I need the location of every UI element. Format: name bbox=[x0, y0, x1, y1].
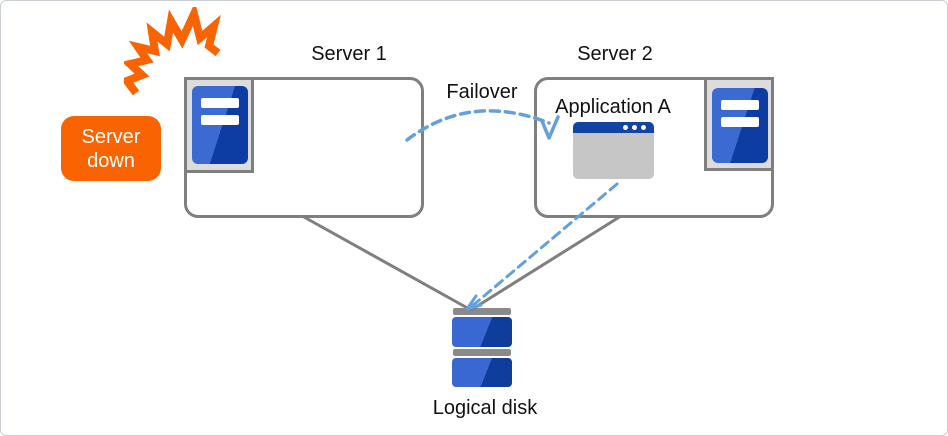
disk-cap bbox=[453, 308, 511, 315]
server1-title: Server 1 bbox=[311, 43, 387, 65]
application-title: Application A bbox=[555, 96, 671, 118]
server-slot bbox=[201, 115, 239, 125]
window-dot-icon bbox=[623, 125, 628, 130]
server-down-label: Server down bbox=[81, 125, 141, 172]
server-tower-icon bbox=[192, 86, 248, 164]
disk-platter bbox=[452, 317, 512, 347]
server-slot bbox=[721, 100, 759, 110]
server-down-badge: Server down bbox=[61, 116, 161, 181]
disk-stack-icon bbox=[452, 308, 512, 387]
server-slot bbox=[201, 98, 239, 108]
app-window-titlebar bbox=[573, 122, 654, 133]
window-dot-icon bbox=[641, 125, 646, 130]
server2-disk-link bbox=[470, 214, 622, 312]
disk-platter bbox=[452, 358, 512, 387]
logical-disk-title: Logical disk bbox=[432, 397, 538, 419]
server-slot bbox=[721, 117, 759, 127]
app-window-icon bbox=[573, 122, 654, 179]
server2-hardware-panel bbox=[704, 77, 774, 171]
server1-hardware-panel bbox=[184, 77, 254, 173]
failover-caption: Failover bbox=[446, 81, 518, 103]
server2-title: Server 2 bbox=[577, 43, 653, 65]
server1-disk-link bbox=[303, 215, 472, 312]
disk-cap bbox=[453, 349, 511, 356]
window-dot-icon bbox=[632, 125, 637, 130]
failover-arrow bbox=[405, 109, 551, 142]
server-tower-icon bbox=[712, 88, 768, 163]
